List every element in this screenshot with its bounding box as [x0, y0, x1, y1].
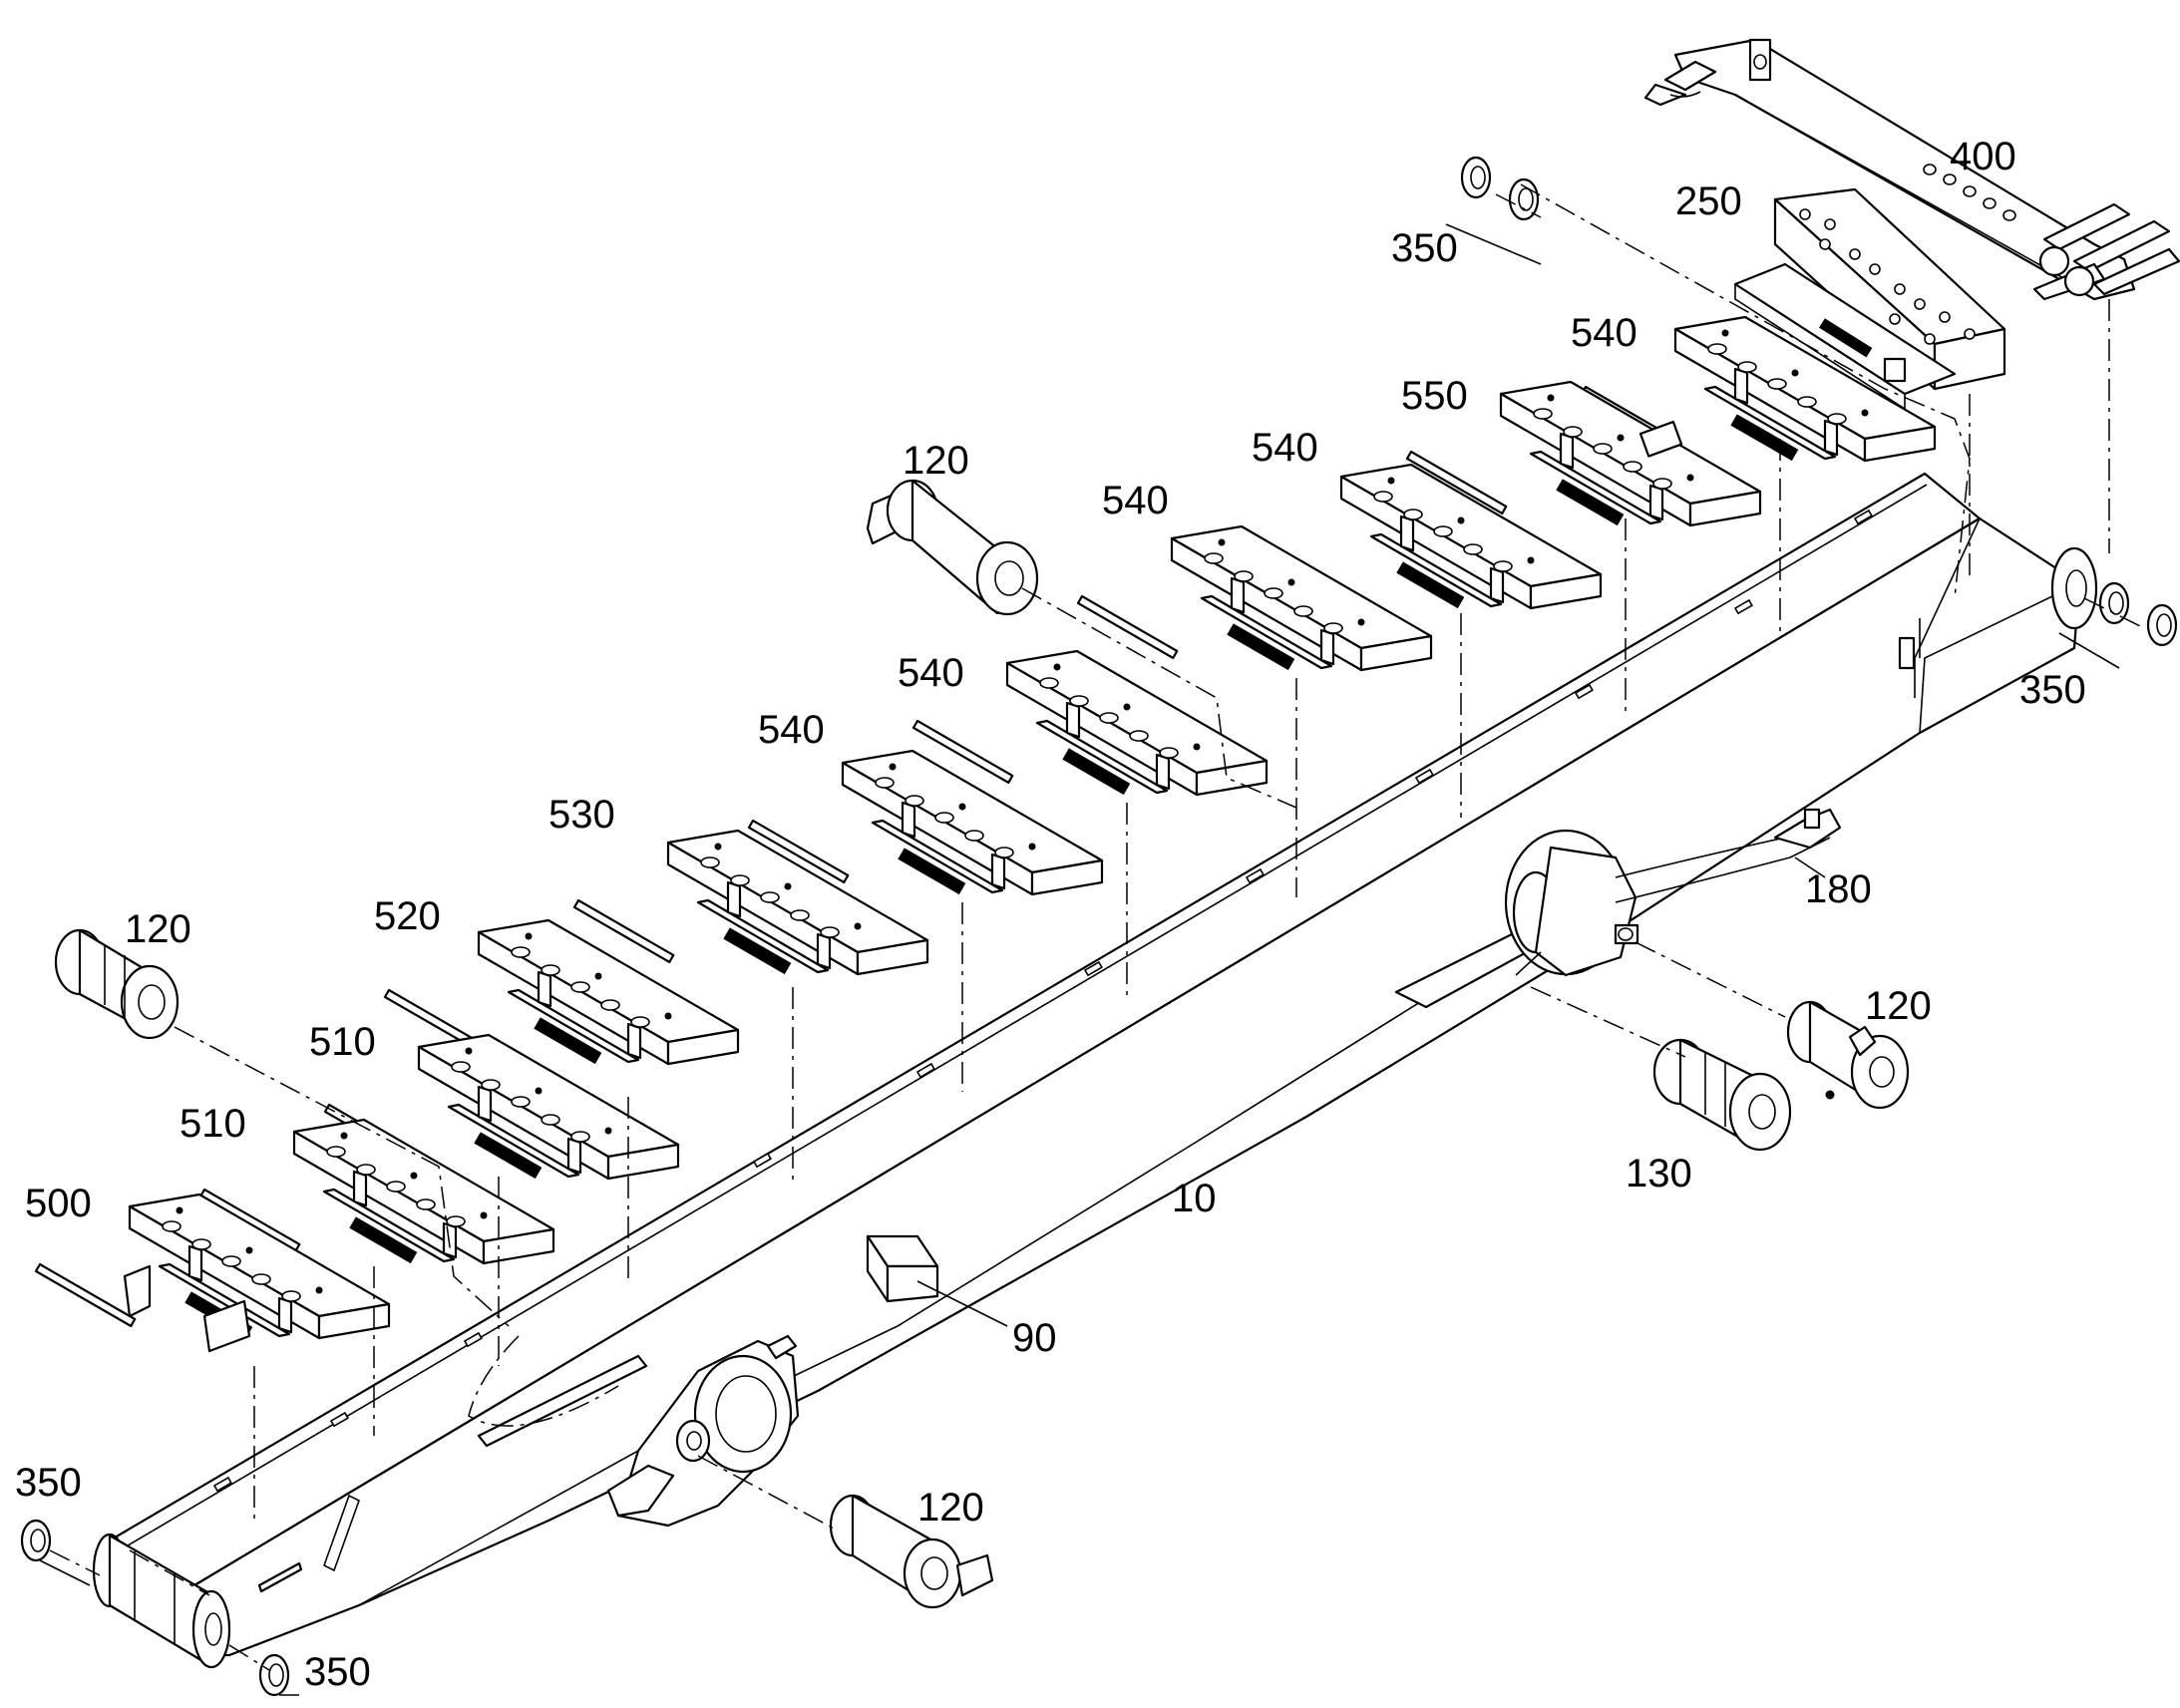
callout-520: 520: [374, 894, 441, 938]
clamp-bar-540-c: [1076, 524, 1433, 672]
callout-120-bottom: 120: [917, 1486, 984, 1530]
clamp-bar-540-b: [911, 649, 1269, 797]
callout-400: 400: [1950, 135, 2016, 178]
callout-350-left: 350: [15, 1461, 82, 1505]
manifold-400: [1643, 38, 2180, 301]
callout-540-d: 540: [1252, 426, 1318, 470]
clamp-bar-550-tab: [1638, 420, 1683, 458]
pin-120-left: [54, 928, 180, 1040]
callout-530: 530: [548, 793, 615, 837]
plate-90: [866, 1234, 939, 1303]
clamp-bar-530: [572, 829, 929, 976]
callout-120-left: 120: [125, 907, 191, 951]
mount-slots: [212, 509, 1873, 1493]
clamp-bar-500-foot-2: [202, 1299, 251, 1353]
pivot-bracket: [606, 1334, 800, 1528]
callout-500: 500: [25, 1182, 92, 1225]
callout-350-bottom: 350: [304, 1650, 371, 1694]
callout-120-right: 120: [1865, 984, 1932, 1028]
callout-10: 10: [1172, 1177, 1217, 1220]
block-holes: [1799, 208, 1976, 345]
callout-180: 180: [1805, 867, 1872, 911]
valve-block-250: [1733, 187, 2006, 411]
callout-510-a: 510: [180, 1102, 246, 1146]
washer-set-350-right: [2098, 581, 2178, 647]
callout-labels: 10 90 120 120 120 120 130 180 250 350 35…: [15, 135, 2086, 1694]
callout-90: 90: [1012, 1316, 1057, 1360]
bolt-row: [1923, 164, 2016, 221]
washer-350-left: [20, 1519, 52, 1562]
cylinder-head-assembly: [1394, 808, 1842, 1009]
callout-540-a: 540: [758, 708, 825, 752]
callout-350-right: 350: [2019, 668, 2086, 712]
pin-120-top: [866, 479, 1039, 616]
callout-250: 250: [1675, 179, 1742, 223]
assembly-lines: [49, 183, 2145, 1671]
pin-120-bottom: [829, 1494, 994, 1609]
boom-body-10: [92, 472, 2098, 1669]
callout-130: 130: [1626, 1152, 1692, 1196]
washer-350-bottom: [258, 1653, 290, 1697]
clamp-bar-520: [383, 918, 740, 1066]
callout-540-e: 540: [1571, 311, 1637, 355]
callout-350-top: 350: [1391, 226, 1458, 270]
pin-120-right: [1786, 1000, 1910, 1110]
callout-120-top: 120: [903, 439, 969, 483]
callout-540-b: 540: [898, 651, 964, 695]
callout-540-c: 540: [1102, 479, 1169, 522]
callout-550: 550: [1401, 374, 1468, 418]
pin-130: [1652, 1038, 1792, 1152]
leader-lines: [39, 223, 2120, 1696]
clamp-bar-500-foot: [123, 1264, 152, 1318]
callout-510-b: 510: [309, 1020, 376, 1064]
